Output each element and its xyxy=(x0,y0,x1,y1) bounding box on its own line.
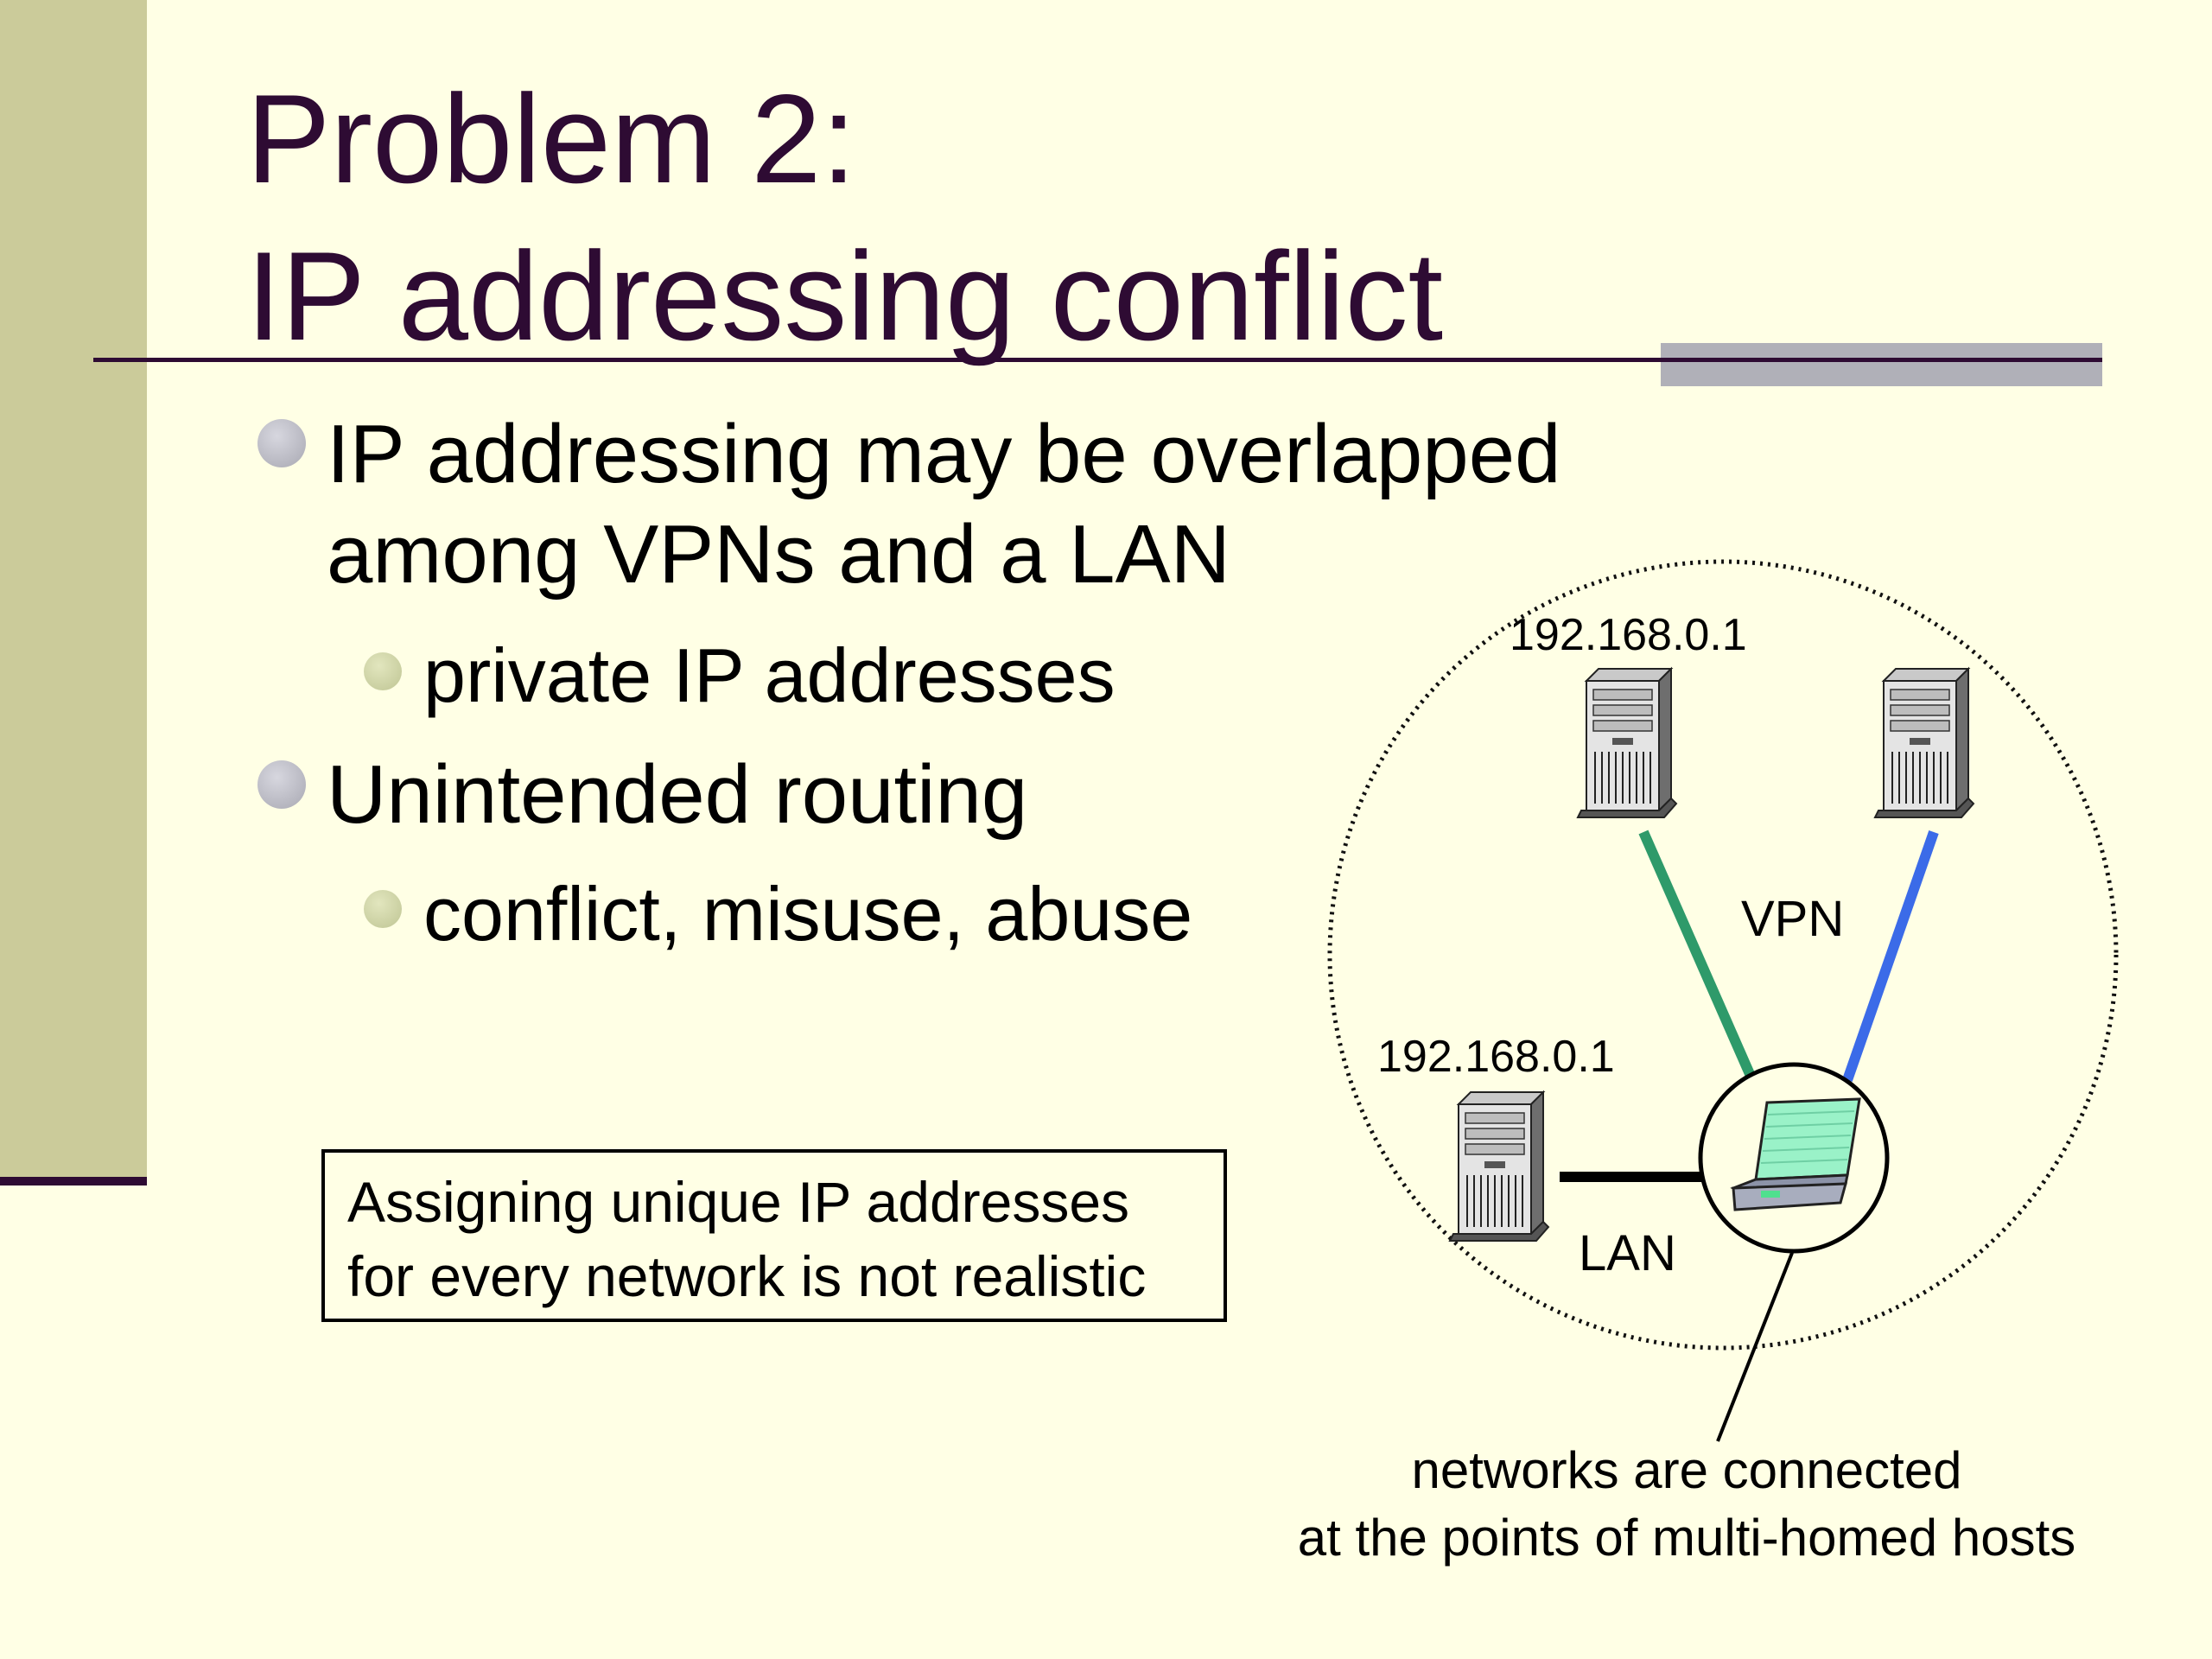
bullet-item-1-line-1: IP addressing may be overlapped xyxy=(327,408,1561,500)
bullet-dot-icon xyxy=(257,760,306,809)
title-underline xyxy=(93,358,2102,362)
title-accent-bar xyxy=(1661,343,2102,386)
sub-bullet-dot-icon xyxy=(364,652,402,690)
laptop-icon xyxy=(1730,1097,1861,1211)
bullet-item-1: IP addressing may be overlapped among VP… xyxy=(327,404,1560,605)
title-line-1: Problem 2: xyxy=(246,68,856,209)
bullet-item-4: conflict, misuse, abuse xyxy=(423,871,1193,957)
note-line-1: Assigning unique IP addresses xyxy=(347,1170,1130,1234)
caption-line-1: networks are connected xyxy=(1411,1441,1961,1499)
note-line-2: for every network is not realistic xyxy=(347,1244,1147,1308)
sidebar-rule xyxy=(0,1177,147,1185)
vpn-server-2-icon xyxy=(1874,668,1974,818)
lan-server-ip: 192.168.0.1 xyxy=(1377,1032,1615,1082)
vpn-label: VPN xyxy=(1741,891,1844,947)
bullet-item-3: Unintended routing xyxy=(327,748,1028,841)
sidebar-band xyxy=(0,0,147,1177)
network-boundary xyxy=(1327,559,2119,1351)
sub-bullet-dot-icon xyxy=(364,890,402,928)
caption-leader-line xyxy=(1716,1252,1794,1442)
bullet-item-2: private IP addresses xyxy=(423,632,1116,718)
vpn-link-blue xyxy=(1842,830,1939,1082)
vpn-server-ip: 192.168.0.1 xyxy=(1510,610,1747,660)
vpn-server-1-icon xyxy=(1577,668,1677,818)
lan-label: LAN xyxy=(1579,1225,1676,1281)
note-box: Assigning unique IP addresses for every … xyxy=(321,1149,1227,1322)
lan-server-icon xyxy=(1449,1091,1549,1242)
vpn-link-green xyxy=(1638,830,1755,1077)
network-diagram: 192.168.0.1 VPN 192.168.0.1 LAN networks… xyxy=(1296,518,2160,1642)
bullet-item-1-line-2: among VPNs and a LAN xyxy=(327,508,1230,601)
slide-title: Problem 2: IP addressing conflict xyxy=(246,60,1443,375)
caption-line-2: at the points of multi-homed hosts xyxy=(1298,1509,2075,1567)
bullet-dot-icon xyxy=(257,419,306,467)
title-line-2: IP addressing conflict xyxy=(246,226,1444,366)
